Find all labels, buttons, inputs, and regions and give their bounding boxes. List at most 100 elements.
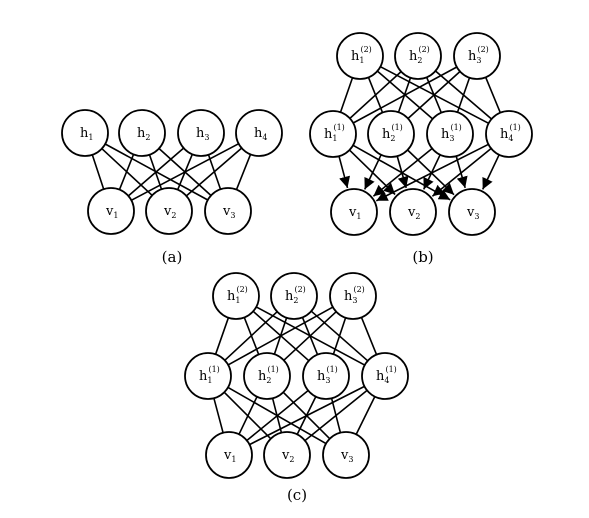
node-label: h2(1) — [382, 123, 403, 143]
edge-m2-v1 — [363, 154, 382, 190]
node-label: h2(2) — [409, 45, 430, 65]
node-m1: h1(1) — [184, 352, 232, 400]
node-circle — [302, 352, 350, 400]
node-v2: v2 — [145, 187, 193, 235]
diagram-b: h1(2) h2(2) h3(2) h1(1) h2(1) h3(1) h4(1) v1 v2 v… — [309, 32, 533, 266]
node-v1: v1 — [330, 188, 378, 236]
edge-m4-v3 — [481, 154, 500, 190]
node-label: h3 — [196, 126, 209, 142]
node-label: v2 — [407, 205, 420, 221]
edge-h2-v1 — [118, 154, 135, 190]
node-circle — [61, 109, 109, 157]
edge-m2-v3 — [407, 149, 455, 196]
node-label: h4(1) — [500, 123, 521, 143]
node-circle — [205, 431, 253, 479]
node-label: h1(2) — [351, 45, 372, 65]
edge-m4-v1 — [375, 143, 489, 202]
edge-t3-m4 — [484, 76, 502, 114]
node-t3: h3(2) — [453, 32, 501, 80]
node-label: v1 — [105, 204, 118, 220]
node-label: v1 — [223, 448, 236, 464]
node-circle — [367, 110, 415, 158]
edge-h4-v3 — [235, 154, 252, 190]
node-v1: v1 — [205, 431, 253, 479]
node-h2: h2 — [118, 109, 166, 157]
edge-m1-v1 — [338, 155, 351, 189]
node-label: h1(1) — [199, 365, 220, 385]
node-label: v1 — [348, 205, 361, 221]
edge-m4-v2 — [304, 389, 368, 442]
node-v3: v3 — [322, 431, 370, 479]
edge-h3-v1 — [127, 147, 185, 197]
node-circle — [448, 188, 496, 236]
edge-m1-v1 — [213, 397, 224, 434]
edge-t2-m1 — [349, 71, 402, 119]
node-m3: h3(1) — [302, 352, 350, 400]
node-label: h1(2) — [227, 285, 248, 305]
node-v3: v3 — [448, 188, 496, 236]
node-v1: v1 — [87, 187, 135, 235]
node-label: h3(2) — [468, 45, 489, 65]
node-h4: h4 — [235, 109, 283, 157]
node-m2: h2(1) — [243, 352, 291, 400]
node-v2: v2 — [263, 431, 311, 479]
node-label: h4 — [254, 126, 267, 142]
edge-m3-v1 — [246, 389, 309, 442]
node-label: v2 — [163, 204, 176, 220]
edge-m2-v1 — [238, 396, 258, 435]
edge-m2-v2 — [396, 155, 409, 189]
node-label: h2 — [137, 126, 150, 142]
edge-m3-v1 — [372, 147, 433, 197]
node-circle — [361, 352, 409, 400]
node-circle — [309, 110, 357, 158]
node-circle — [426, 110, 474, 158]
node-circle — [87, 187, 135, 235]
node-label: v2 — [281, 448, 294, 464]
edge-h1-v1 — [91, 154, 105, 190]
node-h3: h3 — [177, 109, 225, 157]
node-label: h2(1) — [258, 365, 279, 385]
node-v2: v2 — [389, 188, 437, 236]
edge-t1-m1 — [214, 317, 230, 355]
node-t2: h2(2) — [270, 272, 318, 320]
node-circle — [177, 109, 225, 157]
edge-t3-m1 — [352, 66, 458, 124]
node-circle — [336, 32, 384, 80]
edge-t3-m2 — [407, 70, 461, 120]
node-m4: h4(1) — [485, 110, 533, 158]
node-circle — [118, 109, 166, 157]
node-circle — [329, 272, 377, 320]
node-label: h4(1) — [376, 365, 397, 385]
node-label: v3 — [340, 448, 353, 464]
edge-m4-v2 — [431, 147, 492, 197]
edge-t3-m4 — [360, 317, 378, 355]
edge-m4-v1 — [249, 385, 365, 446]
node-m4: h4(1) — [361, 352, 409, 400]
node-m1: h1(1) — [309, 110, 357, 158]
diagram-caption: (b) — [412, 248, 433, 266]
edge-t3-m3 — [332, 317, 347, 355]
node-label: h3(1) — [317, 365, 338, 385]
edge-t3-m1 — [227, 306, 334, 366]
edge-h4-v2 — [185, 147, 243, 197]
node-t1: h1(2) — [212, 272, 260, 320]
node-label: h2(2) — [285, 285, 306, 305]
node-circle — [485, 110, 533, 158]
node-circle — [270, 272, 318, 320]
node-circle — [243, 352, 291, 400]
node-label: h3(2) — [344, 285, 365, 305]
diagram-caption: (c) — [287, 486, 307, 504]
node-label: v3 — [466, 205, 479, 221]
node-label: h3(1) — [441, 123, 462, 143]
node-circle — [212, 272, 260, 320]
node-t2: h2(2) — [394, 32, 442, 80]
node-circle — [145, 187, 193, 235]
edge-m4-v3 — [355, 396, 376, 435]
node-t3: h3(2) — [329, 272, 377, 320]
node-v3: v3 — [204, 187, 252, 235]
edge-m3-v3 — [455, 155, 468, 189]
edge-t3-m3 — [456, 77, 471, 113]
node-circle — [453, 32, 501, 80]
